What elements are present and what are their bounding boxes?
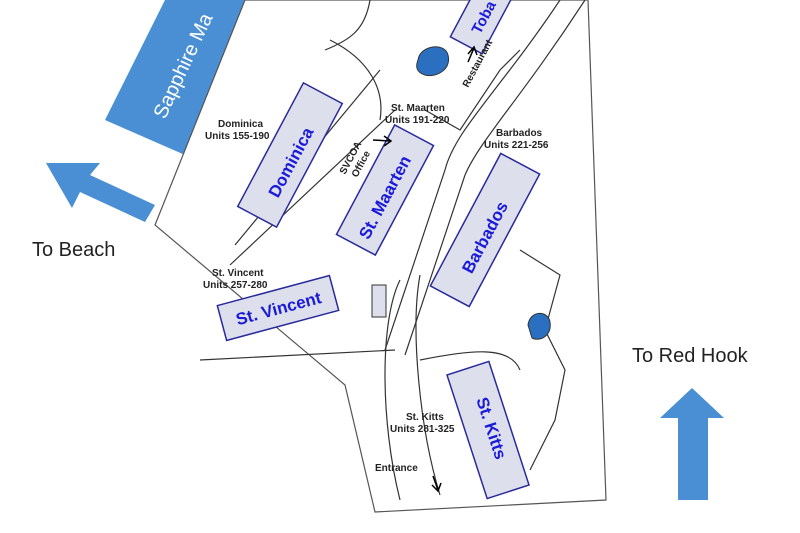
property-boundary bbox=[154, 0, 607, 513]
building-tobago[interactable]: Toba bbox=[449, 0, 521, 55]
to-red-hook-arrow-icon[interactable] bbox=[660, 388, 724, 500]
svg-text:Units 155-190: Units 155-190 bbox=[205, 131, 270, 142]
svg-text:Units 281-325: Units 281-325 bbox=[390, 424, 455, 435]
svg-text:Units 221-256: Units 221-256 bbox=[484, 140, 549, 151]
building-small bbox=[371, 284, 387, 318]
svg-text:St. Maarten: St. Maarten bbox=[391, 103, 445, 114]
svg-text:Units 257-280: Units 257-280 bbox=[203, 280, 268, 291]
pool-south bbox=[527, 312, 551, 340]
building-st-kitts[interactable]: St. Kitts bbox=[446, 360, 530, 500]
pool-north bbox=[416, 46, 450, 77]
to-beach-label: To Beach bbox=[32, 239, 115, 261]
svg-text:St. Vincent: St. Vincent bbox=[212, 268, 264, 279]
restaurant-arrow-icon bbox=[467, 45, 478, 63]
svg-text:Dominica: Dominica bbox=[218, 119, 263, 130]
entrance-arrow-icon bbox=[431, 475, 442, 493]
svg-text:Barbados: Barbados bbox=[496, 128, 543, 139]
roads bbox=[199, 0, 586, 501]
office-arrow-icon bbox=[372, 135, 393, 147]
building-barbados[interactable]: Barbados bbox=[429, 152, 541, 308]
svg-text:St. Kitts: St. Kitts bbox=[406, 412, 444, 423]
svg-text:Units 191-220: Units 191-220 bbox=[385, 115, 450, 126]
to-red-hook-label: To Red Hook bbox=[632, 345, 749, 367]
svg-text:Entrance: Entrance bbox=[375, 463, 418, 474]
to-beach-arrow-icon[interactable] bbox=[46, 163, 155, 222]
